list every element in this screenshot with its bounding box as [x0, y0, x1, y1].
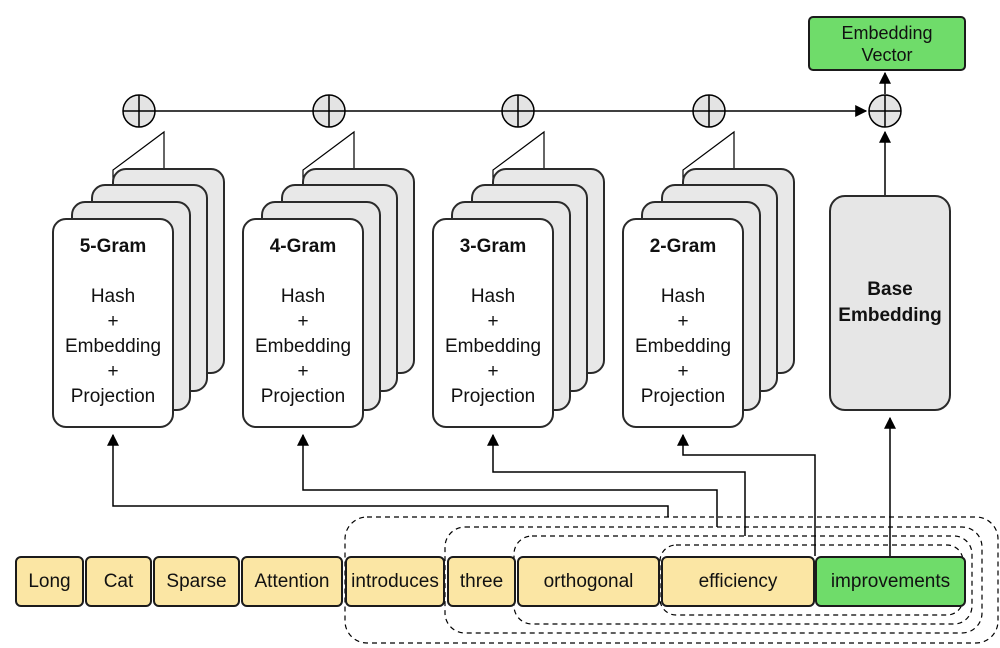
sum-node-3gram	[501, 94, 535, 128]
sum-node-5gram	[122, 94, 156, 128]
module-text: Projection	[450, 386, 536, 407]
module-text: Projection	[640, 386, 726, 407]
ngram-module-5gram: 5-Gram Hash + Embedding + Projection	[52, 218, 174, 428]
token-efficiency: efficiency	[661, 556, 815, 607]
output-line2: Vector	[861, 44, 913, 65]
ngram-module-4gram: 4-Gram Hash + Embedding + Projection	[242, 218, 364, 428]
token-three: three	[447, 556, 516, 607]
module-text: Hash	[660, 286, 706, 307]
module-text: Hash	[470, 286, 516, 307]
ngram-module-3gram: 3-Gram Hash + Embedding + Projection	[432, 218, 554, 428]
base-embedding-box: Base Embedding	[829, 195, 951, 411]
base-embedding-line2: Embedding	[838, 305, 942, 326]
module-text: Embedding	[64, 336, 162, 357]
token-improvements: improvements	[815, 556, 966, 607]
token-orthogonal: orthogonal	[517, 556, 660, 607]
module-title: 2-Gram	[649, 236, 717, 257]
token-introduces: introduces	[345, 556, 445, 607]
ngram-module-2gram: 2-Gram Hash + Embedding + Projection	[622, 218, 744, 428]
sum-node-2gram	[692, 94, 726, 128]
context-window-4	[444, 526, 983, 634]
base-embedding-line1: Base	[867, 279, 913, 300]
module-text: +	[107, 311, 119, 332]
module-title: 4-Gram	[269, 236, 337, 257]
sum-node-final	[868, 94, 902, 128]
module-text: Embedding	[444, 336, 542, 357]
module-text: Hash	[280, 286, 326, 307]
module-text: +	[107, 361, 119, 382]
module-text: Projection	[70, 386, 156, 407]
token-cat: Cat	[85, 556, 152, 607]
context-window-2	[659, 544, 964, 616]
module-title: 5-Gram	[79, 236, 147, 257]
module-text: +	[677, 361, 689, 382]
module-text: Projection	[260, 386, 346, 407]
module-text: +	[487, 361, 499, 382]
module-text: +	[297, 311, 309, 332]
module-text: +	[677, 311, 689, 332]
sum-node-4gram	[312, 94, 346, 128]
output-line1: Embedding	[841, 22, 933, 43]
context-window-3	[513, 535, 973, 625]
module-text: +	[297, 361, 309, 382]
module-text: Hash	[90, 286, 136, 307]
module-text: Embedding	[254, 336, 352, 357]
module-text: Embedding	[634, 336, 732, 357]
embedding-vector-output: Embedding Vector	[808, 16, 966, 71]
token-attention: Attention	[241, 556, 343, 607]
module-text: +	[487, 311, 499, 332]
token-long: Long	[15, 556, 84, 607]
module-title: 3-Gram	[459, 236, 527, 257]
token-sparse: Sparse	[153, 556, 240, 607]
